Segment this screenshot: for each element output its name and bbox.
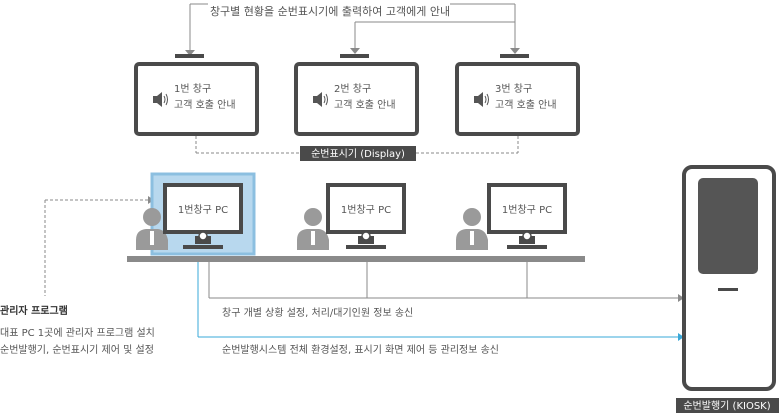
blue-flow-arrow <box>678 333 684 341</box>
speaker-icon <box>313 92 328 107</box>
kiosk-slot <box>718 288 738 291</box>
blue-flow-label: 순번발행시스템 전체 환경설정, 표시기 화면 제어 등 관리정보 송신 <box>222 343 499 356</box>
display-2: 2번 창구 고객 호출 안내 <box>294 54 419 136</box>
pc-3: 1번창구 PC <box>456 183 567 250</box>
kiosk: 순번발행기 (KIOSK) <box>676 165 779 413</box>
admin-title: 관리자 프로그램 <box>0 304 68 317</box>
admin-line2: 순번발행기, 순번표시기 제어 및 설정 <box>0 344 154 356</box>
kiosk-label-badge <box>676 398 779 413</box>
blue-flow-line <box>197 262 678 338</box>
pc-2: 1번창구 PC <box>297 183 406 250</box>
gray-flow-lines <box>208 262 678 299</box>
gray-flow-arrow <box>678 294 684 302</box>
kiosk-screen <box>698 178 758 274</box>
kiosk-label: 순번발행기 (KIOSK) <box>683 400 770 412</box>
display-3-line1: 3번 창구 <box>495 83 532 95</box>
display-1: 1번 창구 고객 호출 안내 <box>134 54 259 136</box>
speaker-icon <box>153 92 168 107</box>
display-1-line2: 고객 호출 안내 <box>174 99 236 111</box>
pc-3-label: 1번창구 PC <box>502 204 552 216</box>
top-connector <box>185 3 520 56</box>
display-2-line2: 고객 호출 안내 <box>334 99 396 111</box>
display-3-line2: 고객 호출 안내 <box>495 99 557 111</box>
admin-connector <box>44 199 148 296</box>
display-group-bracket <box>195 136 519 154</box>
person-icon <box>456 208 488 250</box>
top-caption: 창구별 현황을 순번표시기에 출력하여 고객에게 안내 <box>210 4 450 18</box>
display-label-badge <box>300 146 416 161</box>
display-3: 3번 창구 고객 호출 안내 <box>455 54 580 136</box>
person-icon <box>136 208 168 250</box>
pc-1: 1번창구 PC <box>136 172 256 256</box>
display-2-line1: 2번 창구 <box>334 83 371 95</box>
pc-2-label: 1번창구 PC <box>341 204 391 216</box>
display-1-line1: 1번 창구 <box>174 83 211 95</box>
display-label: 순번표시기 (Display) <box>311 148 405 160</box>
admin-line1: 대표 PC 1곳에 관리자 프로그램 설치 <box>0 327 155 339</box>
person-icon <box>297 208 329 250</box>
desk <box>127 256 585 262</box>
gray-flow-label: 창구 개별 상황 설정, 처리/대기인원 정보 송신 <box>222 307 413 319</box>
speaker-icon <box>474 92 489 107</box>
pc-1-label: 1번창구 PC <box>178 204 228 216</box>
